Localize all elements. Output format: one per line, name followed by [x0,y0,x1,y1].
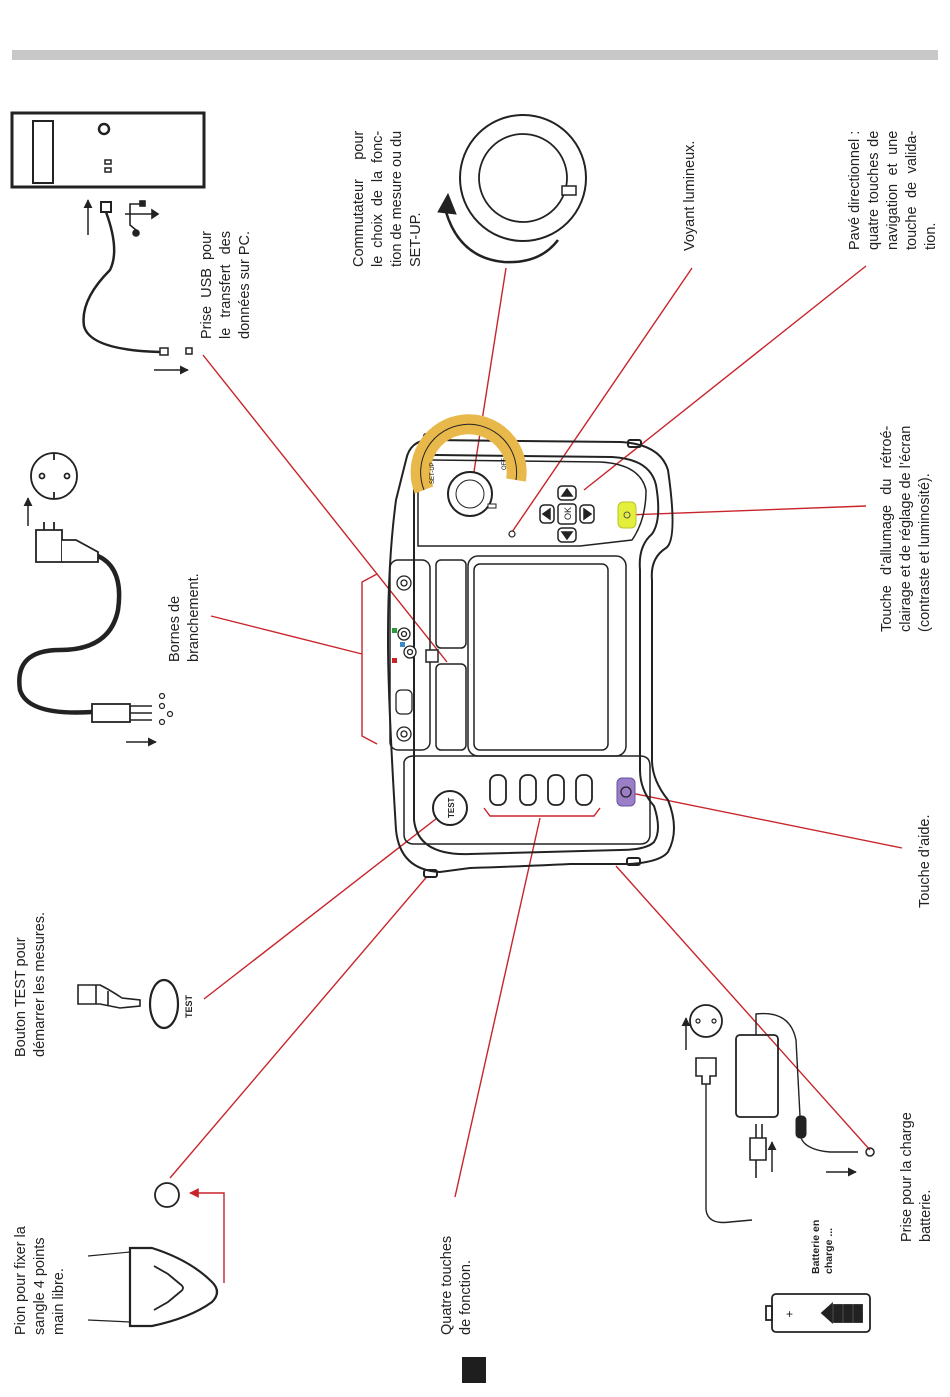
mains-plug-icon [17,497,174,747]
instrument-body [386,433,675,878]
pin-arrow [189,1188,225,1283]
callout-dpad: Pavé directionnel : quatre touches de na… [847,130,939,250]
callout-led: Voyant lumineux. [682,140,698,251]
function-key-4[interactable] [575,774,593,806]
leader-backlight [627,505,867,516]
leader-lines [169,265,903,1283]
charger-icon [681,1004,875,1224]
wall-socket-icon [30,452,78,500]
usb-symbol-icon [125,200,160,237]
callout-pin: Pion pour fixer la sangle 4 points main … [13,1226,67,1335]
leader-test [203,807,451,1000]
leader-charge [615,865,871,1151]
test-button[interactable]: TEST [432,790,468,826]
dial-off-label: OFF [502,458,508,470]
callout-function-keys: Quatre touches de fonction. [439,1235,474,1335]
callout-terminals: Bornes de branchement. [167,573,202,662]
callout-backlight: Touche d’allumage du rétroé- clairage et… [879,425,933,632]
leader-led [511,267,693,533]
leader-pin [169,872,431,1179]
page-marker [462,1357,486,1383]
connection-terminals [392,575,417,742]
callout-charge: Prise pour la charge batterie. [899,1112,934,1242]
dpad-ok-button[interactable] [557,503,577,525]
rotary-switch[interactable]: SET-UP OFF [410,414,527,517]
function-keys [489,774,593,806]
battery-charging-label: Batterie en charge ... [810,1219,835,1274]
function-key-2[interactable] [519,774,537,806]
test-symbol: TEST [148,978,194,1030]
hand-pressing-icon [77,984,141,1009]
dpad-ok-label: OK [563,507,573,520]
dial-setup-label: SET-UP [430,462,436,484]
top-rule [12,50,938,60]
help-button[interactable] [616,777,636,807]
function-key-1[interactable] [489,774,507,806]
backlight-button[interactable] [617,501,637,529]
leader-usb [202,354,448,663]
leader-switch [469,267,507,498]
callout-switch: Commutateur pour le choix de la fonc- ti… [351,130,424,267]
directional-pad: OK [539,485,595,543]
callout-help: Touche d’aide. [917,814,933,908]
leader-function-keys [454,817,541,1198]
leader-dpad [583,265,867,491]
callout-test: Bouton TEST pour démarrer les mesures. [13,911,48,1057]
computer-icon [10,111,206,189]
svg-text:+: + [786,1307,793,1321]
leader-terminals [210,615,363,655]
battery-icon: + [765,1293,871,1333]
usb-cable [82,199,193,375]
callout-usb: Prise USB pour le transfert des données … [199,230,253,339]
status-led [508,530,516,538]
test-symbol-label: TEST [184,994,194,1018]
rotation-arrow-icon [437,114,587,264]
function-key-3[interactable] [547,774,565,806]
function-keys-bracket [483,807,601,817]
terminals-bracket [361,573,378,745]
strap-pin-icon [87,1182,219,1328]
test-button-label: TEST [447,797,456,818]
leader-help [625,791,903,849]
